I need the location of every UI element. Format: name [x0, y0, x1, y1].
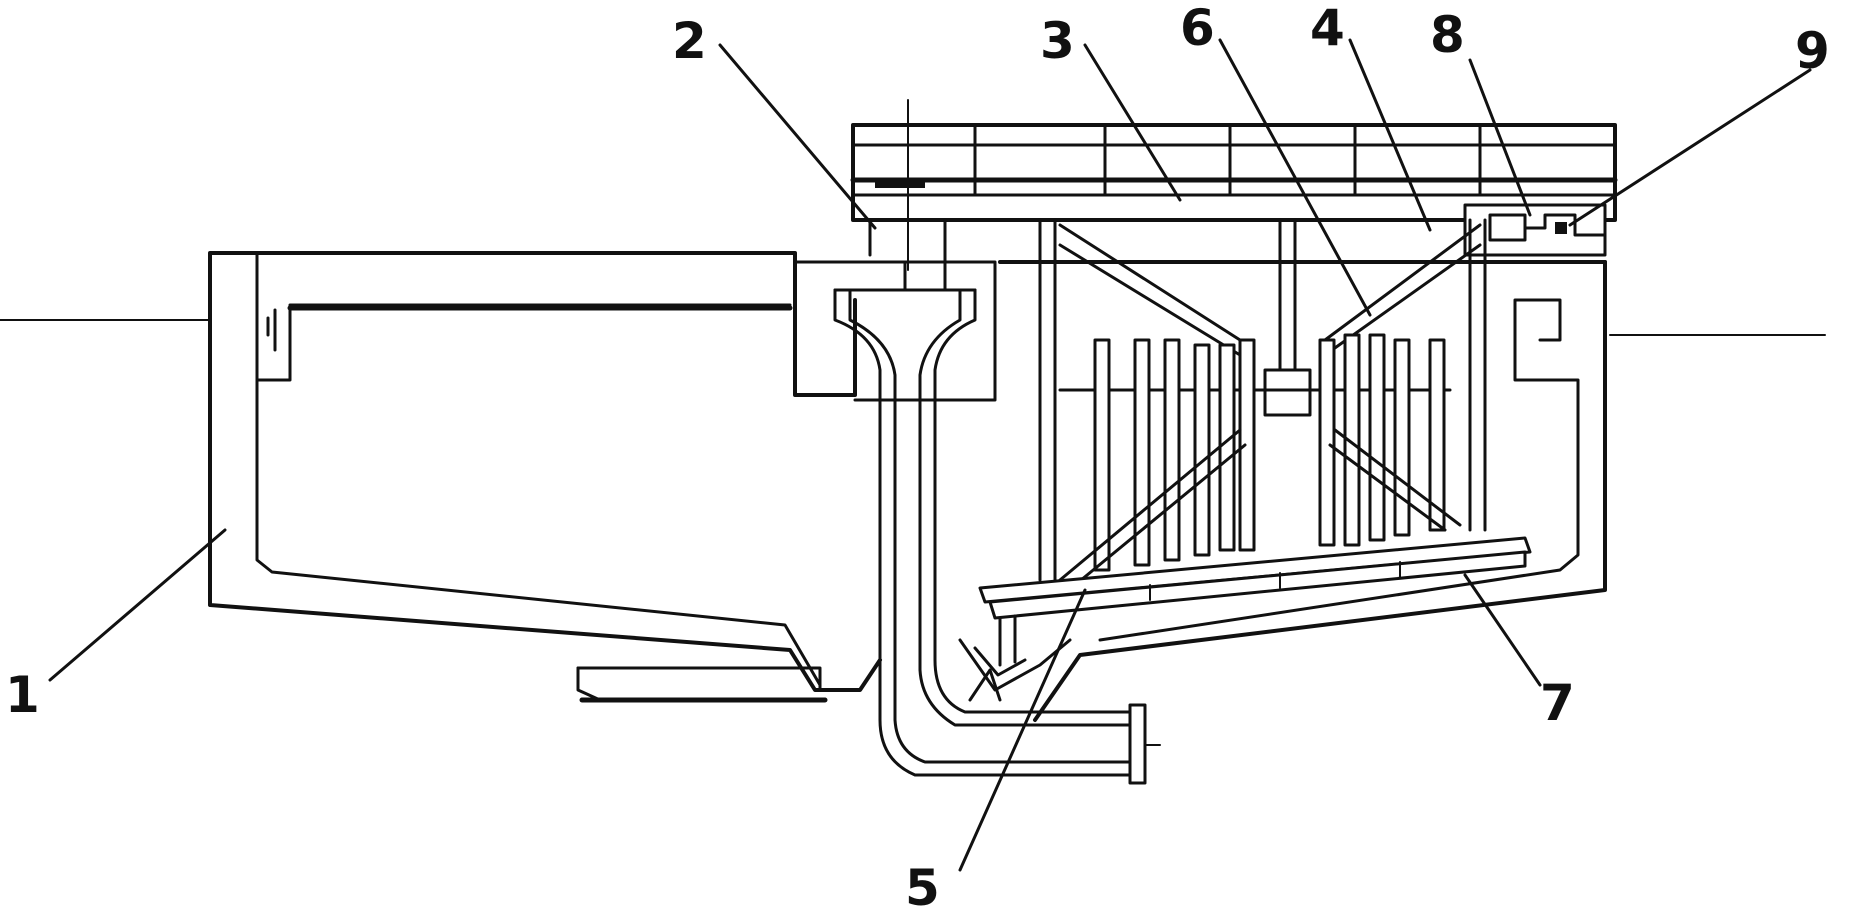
label-5: 5: [905, 859, 940, 911]
label-3: 3: [1040, 12, 1075, 70]
label-7: 7: [1540, 674, 1575, 732]
scraper-frame: [978, 218, 1532, 667]
label-6: 6: [1180, 0, 1215, 57]
ground-line: [0, 319, 1826, 336]
label-9: 9: [1795, 22, 1830, 80]
tank-body: [208, 251, 1607, 722]
part-labels: 1 2 3 6 4 8 9 5 7: [5, 0, 1830, 911]
label-1: 1: [5, 666, 40, 724]
picket-rods: [1093, 333, 1446, 572]
leader-lines: [48, 38, 1812, 872]
label-8: 8: [1430, 6, 1465, 64]
bridge-truss: [850, 99, 1618, 271]
label-2: 2: [672, 12, 707, 70]
central-influent-pipe: [833, 260, 1161, 785]
label-4: 4: [1310, 0, 1345, 57]
